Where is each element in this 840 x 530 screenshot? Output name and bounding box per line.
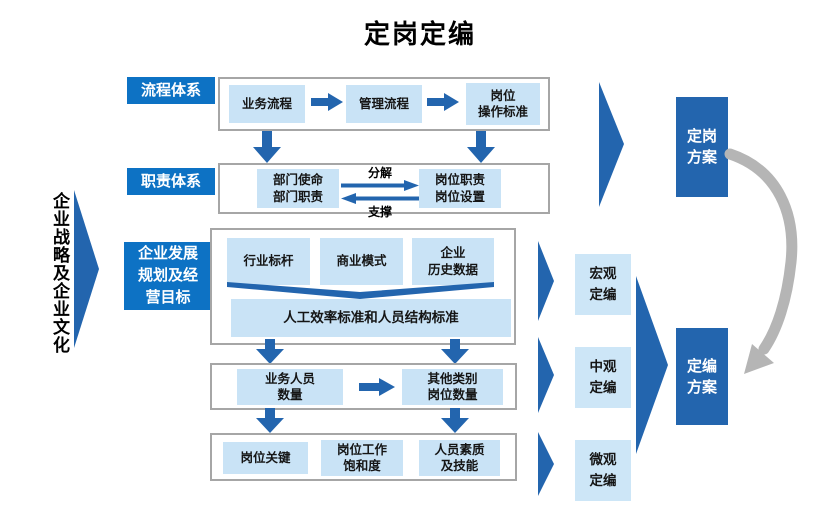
plan-arrow-icon — [599, 82, 624, 207]
meso-staffing-box: 中观 定编 — [575, 347, 631, 408]
staffing-plan-box: 定编 方案 — [676, 328, 728, 425]
right-arrow-icon — [427, 93, 459, 111]
box-history-data: 企业 历史数据 — [412, 238, 494, 285]
merge-chevron-icon — [227, 282, 494, 299]
box-post-key: 岗位关键 — [223, 442, 308, 474]
box-other-headcount: 其他类别 岗位数量 — [402, 369, 503, 405]
macro-staffing-box: 宏观 定编 — [575, 254, 631, 315]
box-business-process: 业务流程 — [229, 85, 305, 123]
level-chevron-icon — [538, 337, 554, 413]
down-arrow-icon — [256, 339, 284, 364]
down-arrow-icon — [441, 339, 469, 364]
box-post-operation-standard: 岗位 操作标准 — [466, 83, 540, 125]
strategy-vertical-label: 企业战略及企业文化 — [50, 192, 69, 354]
right-arrow-icon — [359, 378, 395, 396]
box-workload-saturation: 岗位工作 饱和度 — [321, 440, 403, 476]
right-arrow-icon — [311, 93, 343, 111]
section-label-process: 流程体系 — [127, 77, 215, 104]
level-chevron-icon — [538, 432, 554, 496]
box-business-model: 商业模式 — [320, 238, 403, 285]
decompose-label: 分解 — [367, 166, 392, 180]
box-post-duty: 岗位职责 岗位设置 — [419, 169, 501, 208]
box-personnel-quality: 人员素质 及技能 — [419, 440, 500, 476]
box-management-process: 管理流程 — [346, 85, 422, 123]
box-business-headcount: 业务人员 数量 — [237, 369, 343, 405]
feedback-curve-icon — [724, 148, 798, 374]
down-arrow-icon — [253, 131, 281, 163]
box-efficiency-standard: 人工效率标准和人员结构标准 — [231, 299, 511, 337]
down-arrow-icon — [441, 408, 469, 433]
box-department-mission: 部门使命 部门职责 — [257, 169, 339, 208]
section-label-duty: 职责体系 — [127, 168, 215, 195]
decompose-arrow-icon — [341, 180, 419, 191]
page-title: 定岗定编 — [363, 19, 476, 49]
level-chevron-icon — [538, 241, 554, 321]
box-industry-benchmark: 行业标杆 — [227, 238, 310, 285]
down-arrow-icon — [256, 408, 284, 433]
support-label: 支撑 — [367, 205, 392, 219]
down-arrow-icon — [467, 131, 495, 163]
strategy-arrow-icon — [74, 190, 99, 348]
support-arrow-icon — [341, 193, 419, 204]
position-plan-box: 定岗 方案 — [676, 97, 728, 197]
section-label-development: 企业发展 规划及经 营目标 — [124, 242, 212, 310]
staffing-chevron-icon — [636, 276, 668, 454]
micro-staffing-box: 微观 定编 — [575, 440, 631, 501]
